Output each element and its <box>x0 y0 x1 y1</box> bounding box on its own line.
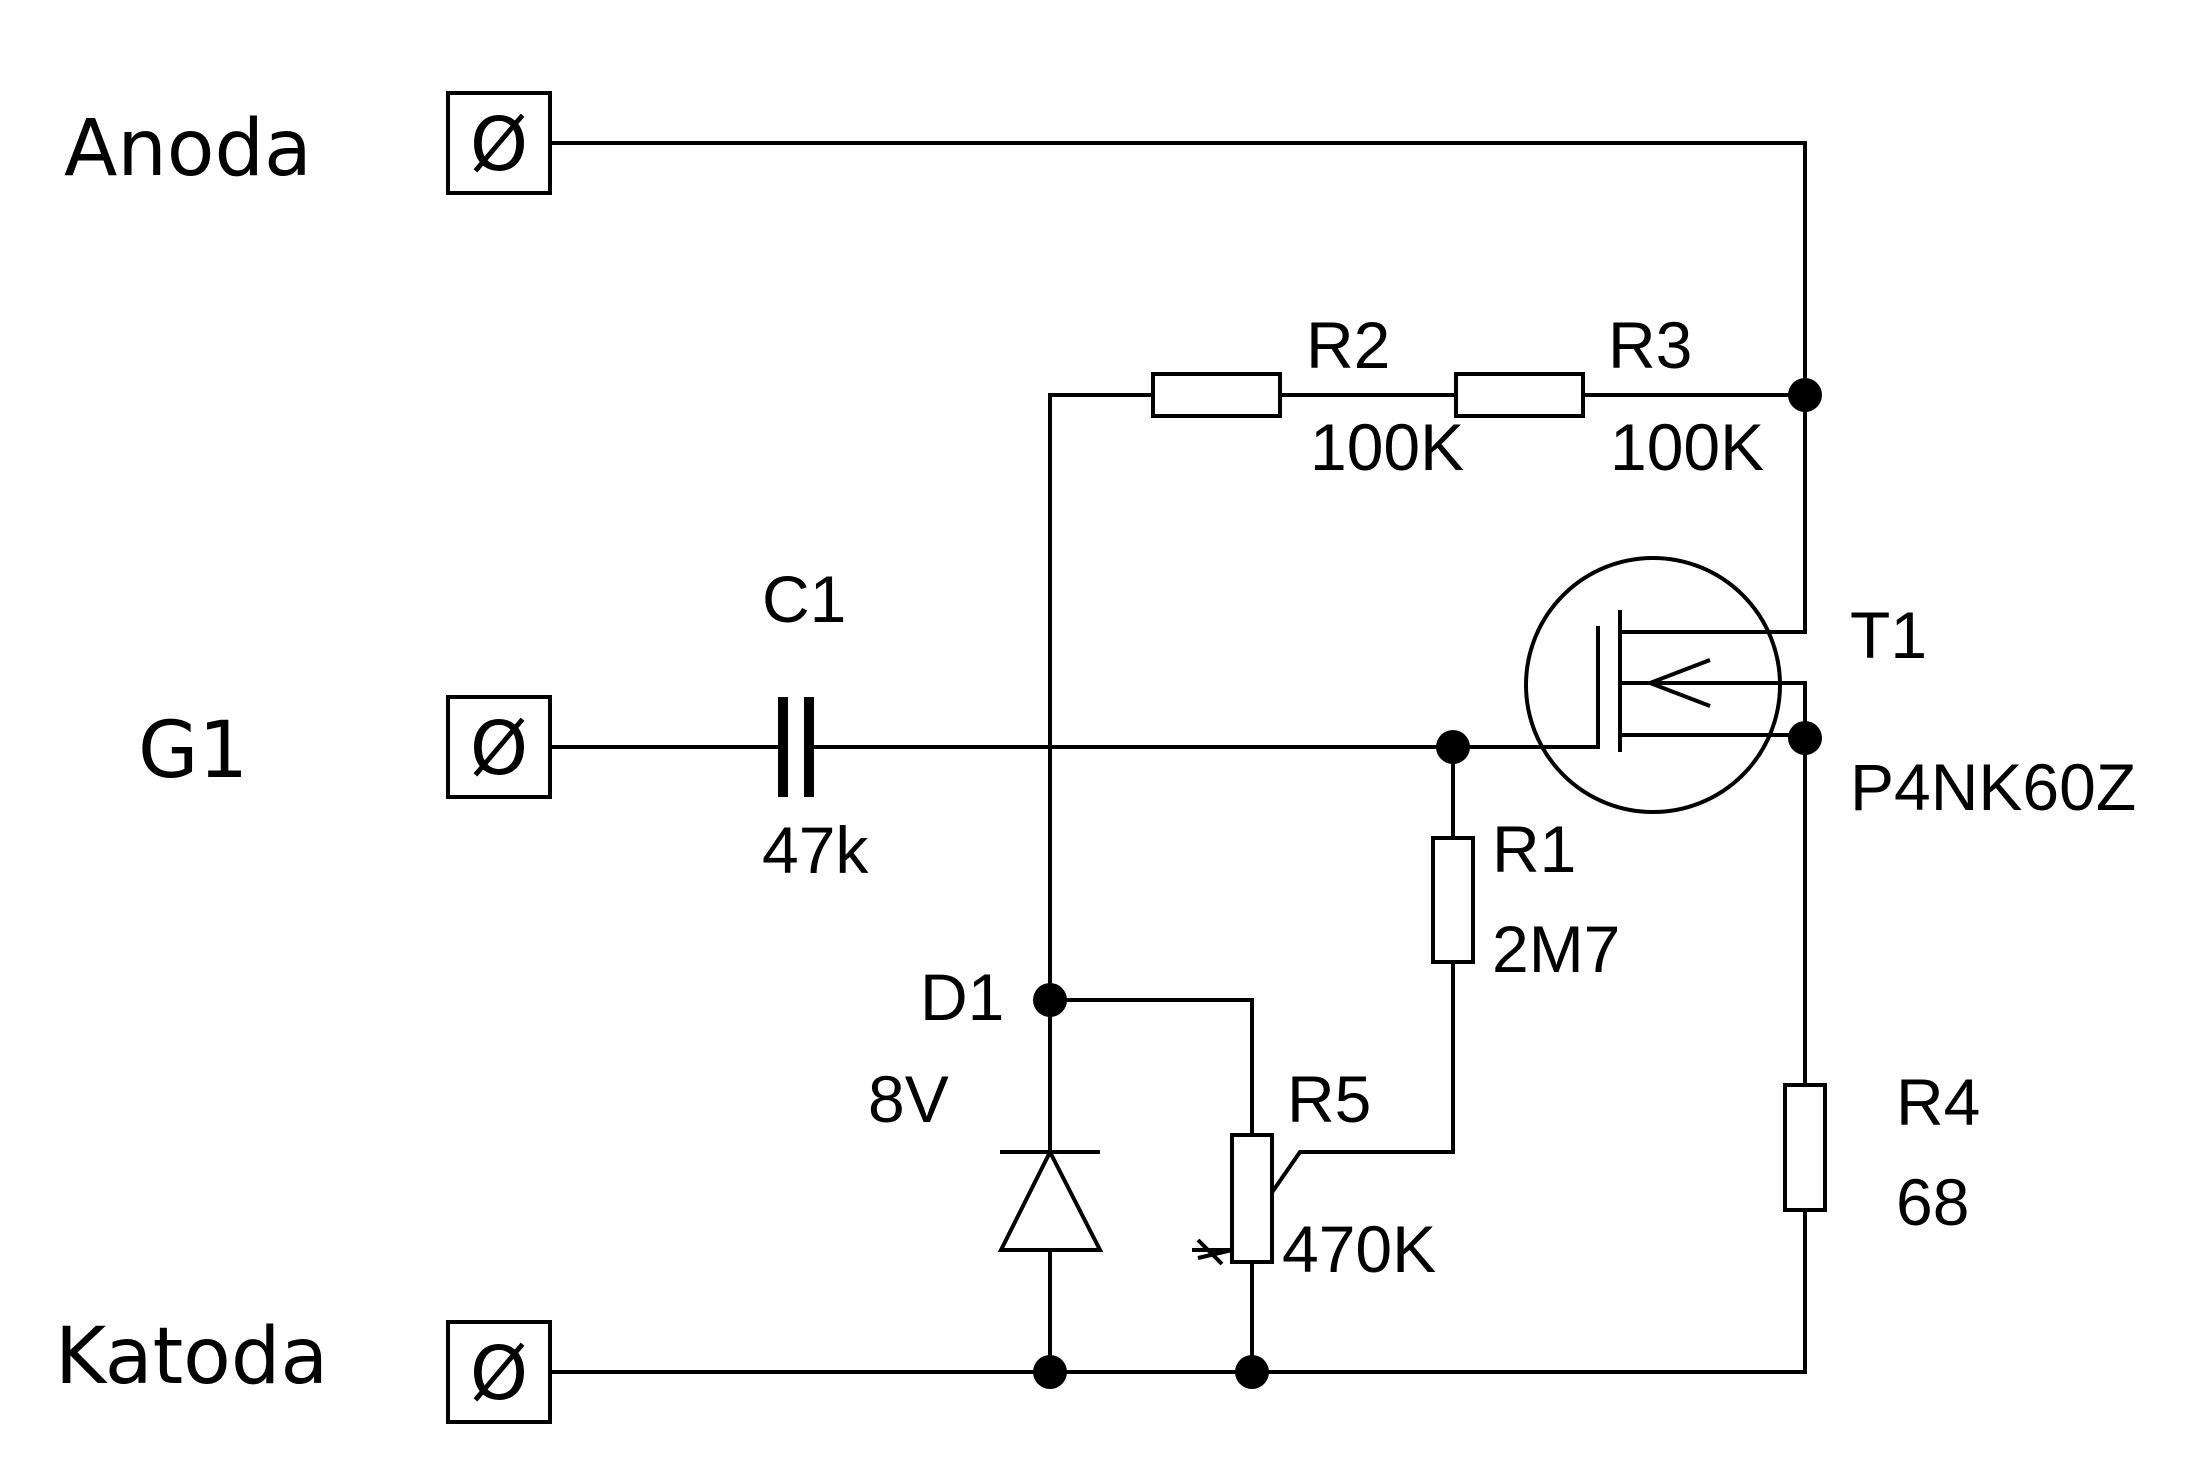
terminal-label-anode: Anoda <box>64 104 312 194</box>
resistor-r1[interactable] <box>1431 836 1475 964</box>
label-r1-ref: R1 <box>1492 812 1576 886</box>
capacitor-plate <box>804 697 814 797</box>
terminal-label-cathode: Katoda <box>55 1312 328 1402</box>
terminal-box[interactable] <box>446 695 552 799</box>
wire-d1-r5 <box>1048 998 1254 1137</box>
label-r1-value: 2M7 <box>1492 912 1620 986</box>
junction-dot <box>1235 1355 1269 1389</box>
mosfet-t1[interactable] <box>1524 556 1807 814</box>
junction-dot <box>1033 983 1067 1017</box>
terminal-label-gate: G1 <box>138 706 248 796</box>
wiper-tail <box>1196 1238 1224 1266</box>
junction-dot <box>1788 721 1822 755</box>
label-r5-ref: R5 <box>1287 1062 1371 1136</box>
label-d1-ref: D1 <box>920 960 1004 1034</box>
label-r2-ref: R2 <box>1306 308 1390 382</box>
terminal-anode[interactable]: Ø <box>446 91 552 195</box>
zener-diode-d1[interactable] <box>997 998 1104 1252</box>
diode-triangle <box>997 1147 1104 1252</box>
junction-dot <box>1033 1355 1067 1389</box>
terminal-box[interactable] <box>446 1320 552 1424</box>
terminal-symbol: Ø <box>470 1331 528 1417</box>
wire-source <box>1618 681 1807 1087</box>
capacitor-plate <box>778 697 788 797</box>
resistor-r4[interactable] <box>1783 1083 1827 1212</box>
potentiometer-r5[interactable] <box>1192 1133 1274 1266</box>
label-r4-ref: R4 <box>1896 1065 1980 1139</box>
label-r3-value: 100K <box>1610 410 1764 484</box>
label-r5-value: 470K <box>1282 1212 1436 1286</box>
label-r4-value: 68 <box>1896 1165 1969 1239</box>
mosfet-body <box>1524 556 1782 814</box>
label-r3-ref: R3 <box>1608 308 1692 382</box>
terminal-symbol: Ø <box>470 102 528 188</box>
capacitor-c1[interactable] <box>778 697 814 797</box>
junction-dot <box>1436 730 1470 764</box>
terminal-box[interactable] <box>446 91 552 195</box>
wiper-arrow <box>1197 1248 1233 1260</box>
junction-dot <box>1788 378 1822 412</box>
label-t1-value: P4NK60Z <box>1850 750 2136 824</box>
mosfet-arrow <box>1644 658 1711 708</box>
terminal-cathode[interactable]: Ø <box>446 1320 552 1424</box>
resistor-r5-body[interactable] <box>1230 1133 1274 1264</box>
resistor-r3[interactable] <box>1454 372 1585 418</box>
label-d1-value: 8V <box>868 1062 949 1136</box>
label-c1-value: 47k <box>762 813 869 887</box>
junctions <box>1033 378 1822 1389</box>
component-labels: R2 100K R3 100K C1 47k T1 P4NK60Z R1 2M7… <box>762 308 2136 1286</box>
resistor-r2[interactable] <box>1151 372 1282 418</box>
wire-anode <box>548 141 1807 634</box>
wire-top-left <box>1048 393 1155 1085</box>
label-t1-ref: T1 <box>1850 598 1927 672</box>
terminal-gate[interactable]: Ø <box>446 695 552 799</box>
label-c1-ref: C1 <box>762 562 846 636</box>
terminal-symbol: Ø <box>470 706 528 792</box>
label-r2-value: 100K <box>1310 410 1464 484</box>
